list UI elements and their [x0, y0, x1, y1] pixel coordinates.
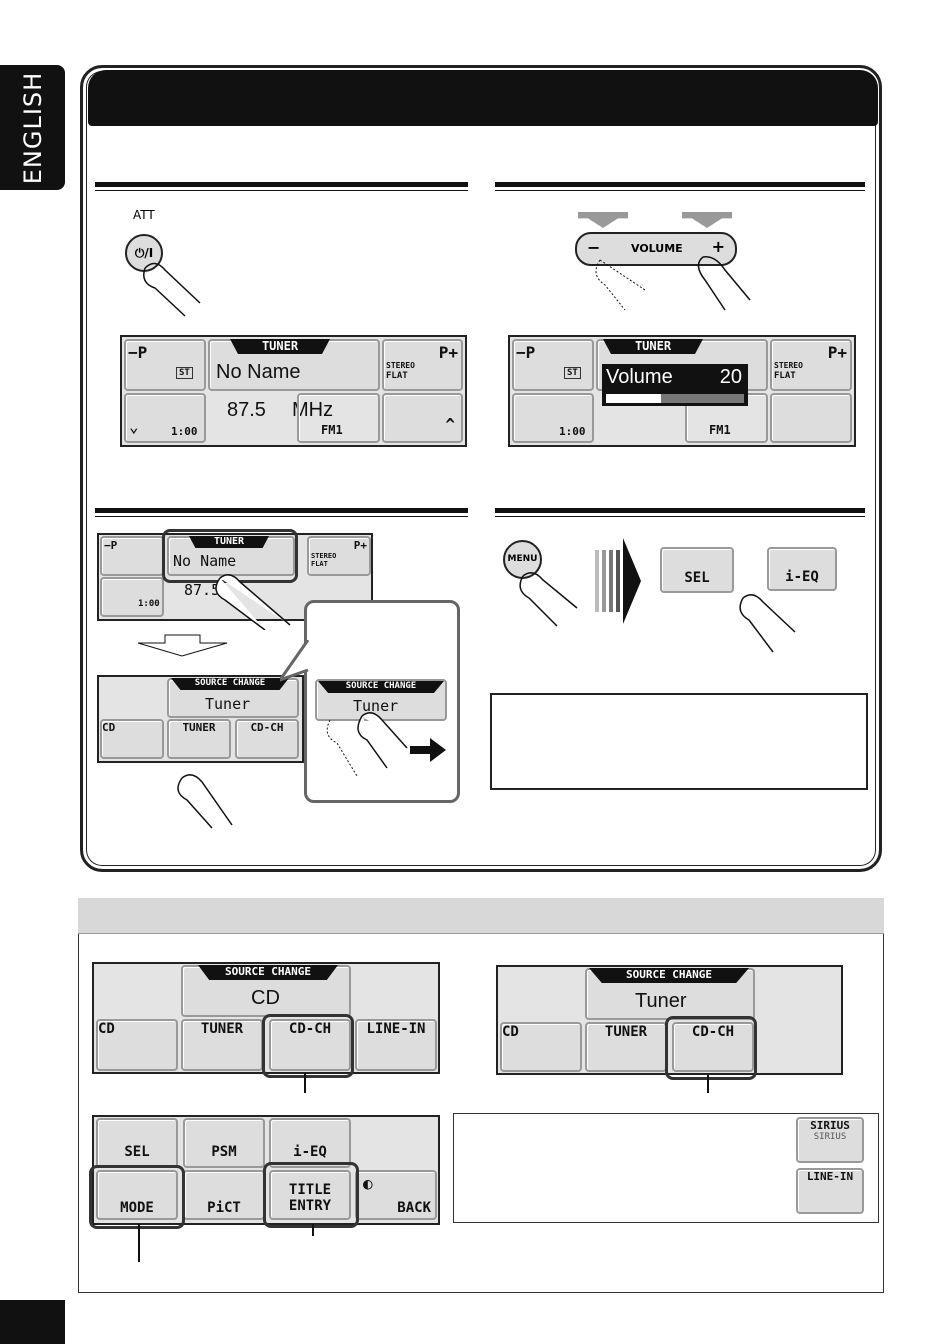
menu-pict-button[interactable]: PiCT — [183, 1170, 265, 1220]
transition-arrow-icon — [595, 538, 641, 624]
source-panel-header — [78, 898, 884, 934]
cdch-highlight — [262, 1014, 354, 1078]
callout-pointer — [280, 640, 310, 682]
finger-icon — [215, 574, 291, 630]
source-tuner-button[interactable]: TUNER — [585, 1022, 667, 1072]
source-cdch-button[interactable]: CD-CH — [269, 1019, 351, 1071]
st-badge: ST — [176, 367, 193, 379]
ieq-button[interactable]: i-EQ — [767, 547, 837, 591]
finger-icon — [177, 774, 233, 829]
menu-mode-button[interactable]: MODE — [96, 1170, 178, 1220]
down-arrow-icon — [137, 634, 228, 657]
volume-level: 20 — [719, 366, 742, 388]
volume-overlay: Volume 20 — [602, 364, 748, 406]
source-cd-button[interactable]: CD — [500, 1022, 582, 1072]
title-entry-highlight — [263, 1162, 359, 1228]
page-number-block — [0, 1300, 65, 1344]
basic-operations-frame — [80, 65, 882, 872]
source-cdch-button[interactable]: CD-CH — [235, 719, 299, 759]
source-cd-button[interactable]: CD — [100, 719, 164, 759]
source-linein-button[interactable]: LINE-IN — [355, 1019, 437, 1071]
section-rule — [495, 182, 865, 191]
menu-back-button[interactable]: ◐BACK — [355, 1170, 437, 1220]
frequency: 87.5 — [227, 399, 266, 421]
volume-up: + — [711, 237, 725, 256]
band-button[interactable]: FM1 — [297, 393, 380, 443]
menu-psm-button[interactable]: PSM — [183, 1118, 265, 1168]
language-tab: ENGLISH — [0, 65, 65, 190]
volume-bar — [606, 394, 744, 403]
section-rule — [95, 508, 468, 517]
seek-down-button[interactable]: ⌄1:00 — [124, 393, 206, 443]
menu-ieq-button[interactable]: i-EQ — [269, 1118, 351, 1168]
section-title-bar — [88, 70, 878, 126]
leader-line — [312, 1224, 314, 1236]
leader-line — [304, 1073, 306, 1093]
section-rule — [95, 182, 468, 191]
mode-highlight — [89, 1165, 185, 1229]
menu-sel-button[interactable]: SEL — [96, 1118, 178, 1168]
seek-up-button[interactable]: ^ — [382, 393, 463, 443]
finger-icon — [739, 594, 796, 653]
source-tuner-button[interactable]: TUNER — [167, 719, 231, 759]
frequency-unit: MHz — [292, 399, 334, 421]
leader-line — [138, 1224, 140, 1262]
back-icon: ◐ — [363, 1174, 373, 1193]
finger-icon — [595, 256, 751, 311]
att-label: ATT — [133, 208, 155, 222]
source-cdch-button[interactable]: CD-CH — [672, 1022, 754, 1072]
finger-icon — [143, 262, 201, 317]
section-rule — [495, 508, 865, 517]
finger-swipe-icon — [326, 712, 446, 777]
volume-down: − — [587, 238, 601, 257]
leader-line — [707, 1075, 709, 1093]
source-tuner-button[interactable]: TUNER — [181, 1019, 263, 1071]
linein-icon: LINE-IN — [796, 1168, 864, 1214]
cdch-highlight — [665, 1016, 757, 1080]
chevron-down-icon: ⌄ — [129, 417, 139, 436]
source-panel — [78, 898, 884, 1293]
source-cd-button[interactable]: CD — [96, 1019, 178, 1071]
note-box — [490, 693, 868, 790]
finger-icon — [519, 572, 578, 627]
language-label: ENGLISH — [18, 71, 47, 184]
sel-button[interactable]: SEL — [660, 547, 734, 593]
volume-button[interactable]: − VOLUME + — [575, 232, 737, 266]
chevron-up-icon: ^ — [445, 415, 455, 434]
